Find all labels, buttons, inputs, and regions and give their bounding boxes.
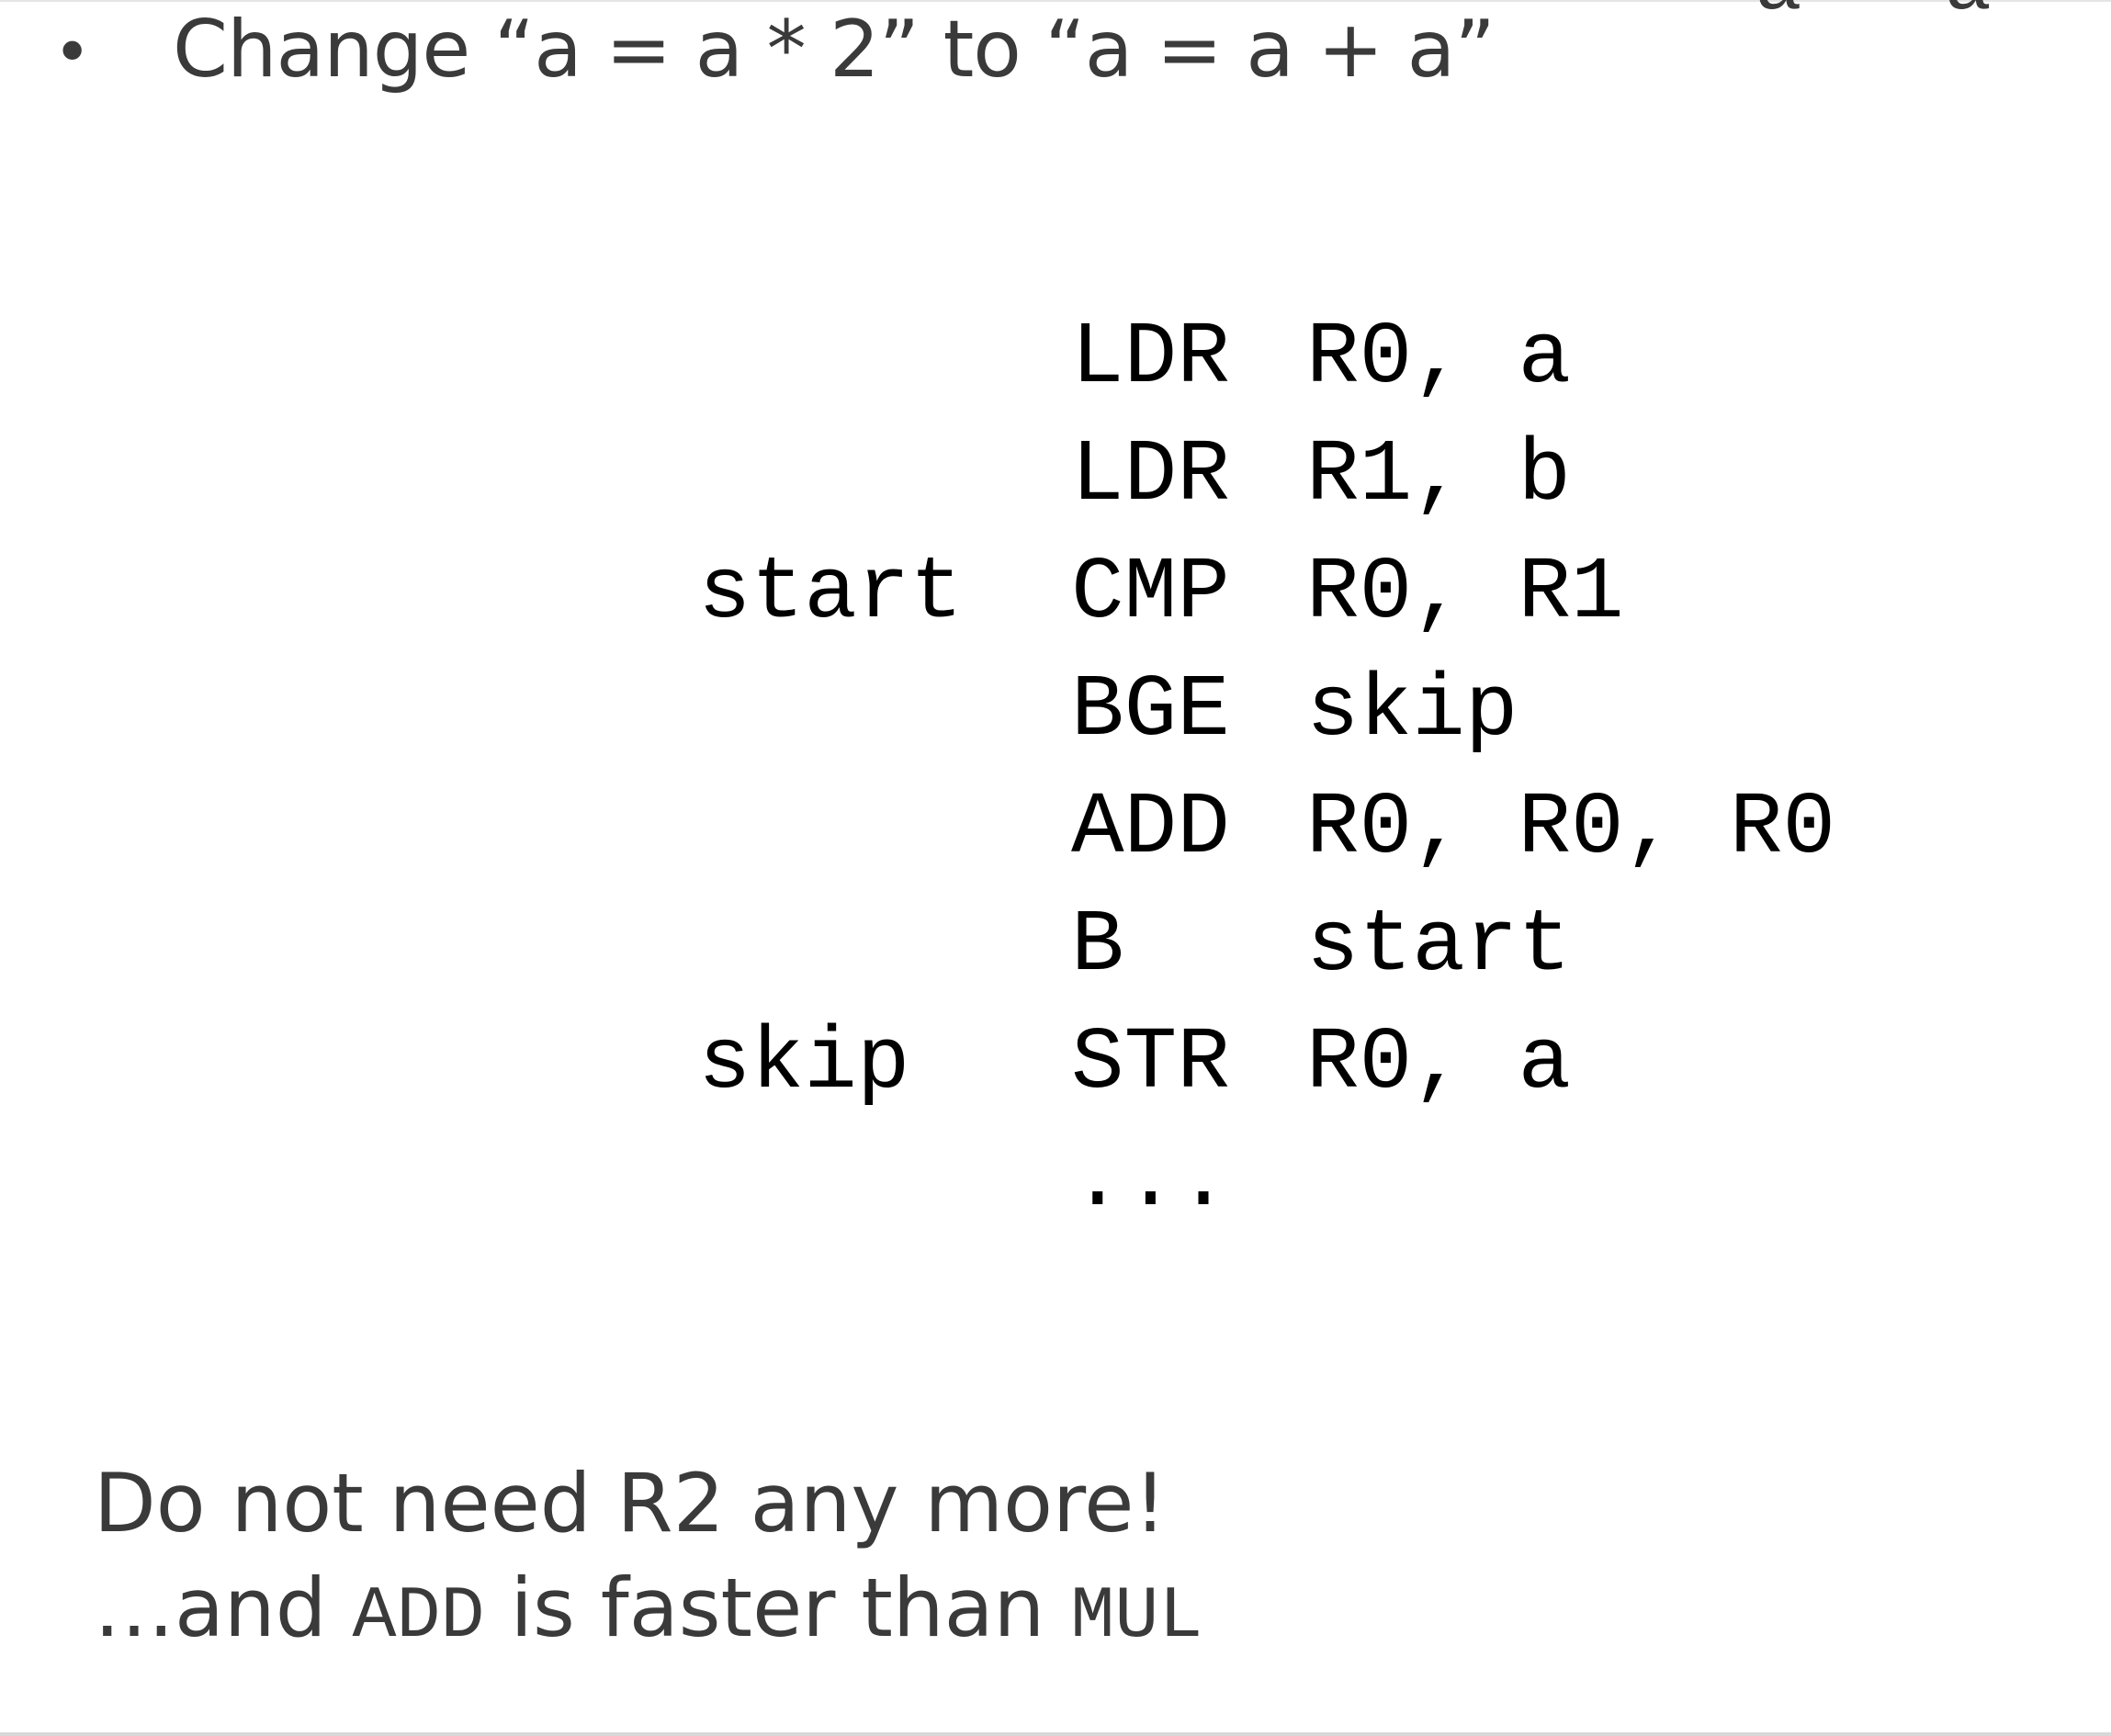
clipped-corner-text: a = a <box>1755 0 1992 33</box>
note-line-1: Do not need R2 any more! <box>94 1456 1167 1550</box>
code-operands: R0, a <box>1306 308 1572 408</box>
note-add-keyword: ADD <box>352 1575 485 1659</box>
note-prefix: …and <box>94 1561 353 1655</box>
code-label: start <box>698 543 964 643</box>
bottom-divider <box>0 1732 2111 1736</box>
code-opcode: LDR <box>1071 308 1230 408</box>
code-opcode: B <box>1071 896 1124 996</box>
code-operands: R0, R1 <box>1306 543 1624 643</box>
top-divider <box>0 0 2111 2</box>
code-opcode: ADD <box>1071 778 1230 878</box>
note-mul-keyword: MUL <box>1070 1575 1203 1659</box>
code-ellipsis: ... <box>1071 1131 1230 1231</box>
code-opcode: STR <box>1071 1013 1230 1113</box>
code-label: skip <box>698 1013 910 1113</box>
note-line-2: …and ADD is faster than MUL <box>94 1558 1202 1668</box>
code-opcode: LDR <box>1071 425 1230 525</box>
code-operands: R1, b <box>1306 425 1572 525</box>
code-operands: R0, a <box>1306 1013 1572 1113</box>
bullet-heading: Change “a = a * 2” to “a = a + a” <box>173 4 1496 96</box>
code-operands: start <box>1306 896 1572 996</box>
code-operands: skip <box>1306 660 1518 761</box>
code-opcode: CMP <box>1071 543 1230 643</box>
code-operands: R0, R0, R0 <box>1306 778 1836 878</box>
note-middle: is faster than <box>484 1561 1071 1655</box>
bullet-marker: • <box>53 15 92 90</box>
code-opcode: BGE <box>1071 660 1230 761</box>
